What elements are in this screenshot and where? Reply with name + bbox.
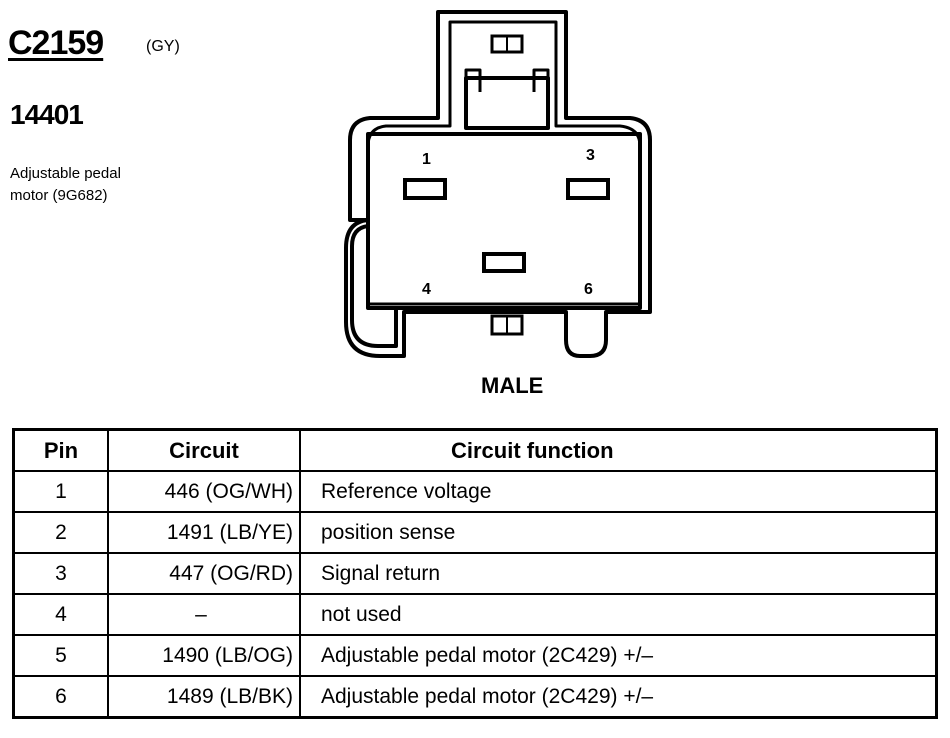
circuit-cell: 446 (OG/WH) [107, 470, 301, 513]
pin-cell: 6 [12, 675, 109, 719]
header-circuit: Circuit [107, 428, 301, 472]
description-line-2: motor (9G682) [10, 187, 108, 204]
table-row: 2 1491 (LB/YE) position sense [12, 511, 938, 554]
function-cell: Signal return [299, 552, 938, 595]
pin-label-4: 4 [422, 281, 431, 298]
function-cell: Reference voltage [299, 470, 938, 513]
pin-label-1: 1 [422, 151, 431, 168]
header-pin: Pin [12, 428, 109, 472]
pin-cavity-center [482, 252, 526, 273]
pin-cell: 2 [12, 511, 109, 554]
pin-label-6: 6 [584, 281, 593, 298]
circuit-cell: 1491 (LB/YE) [107, 511, 301, 554]
part-number: 14401 [10, 99, 84, 130]
circuit-cell: – [107, 593, 301, 636]
description-line-1: Adjustable pedal [10, 165, 121, 182]
connector-color-code: (GY) [146, 38, 180, 55]
table-row: 5 1490 (LB/OG) Adjustable pedal motor (2… [12, 634, 938, 677]
component-description: Adjustable pedal motor (9G682) [10, 163, 121, 207]
table-row: 3 447 (OG/RD) Signal return [12, 552, 938, 595]
pin-cavity-1 [403, 178, 447, 200]
pin-cell: 3 [12, 552, 109, 595]
circuit-cell: 447 (OG/RD) [107, 552, 301, 595]
connector-body [366, 132, 642, 310]
table-row: 4 – not used [12, 593, 938, 636]
circuit-cell: 1490 (LB/OG) [107, 634, 301, 677]
pinout-header-row: Pin Circuit Circuit function [12, 428, 938, 472]
circuit-cell: 1489 (LB/BK) [107, 675, 301, 719]
function-cell: Adjustable pedal motor (2C429) +/– [299, 675, 938, 719]
connector-latch [350, 224, 398, 348]
pin-cell: 1 [12, 470, 109, 513]
connector-shell-outer [344, 10, 652, 358]
lock-tab-arms [464, 68, 550, 92]
connector-view-label: MALE [481, 373, 544, 398]
pinout-table: Pin Circuit Circuit function 1 446 (OG/W… [12, 428, 938, 719]
header-circuit-function: Circuit function [299, 428, 938, 472]
connector-id: C2159 [8, 24, 104, 62]
function-cell: Adjustable pedal motor (2C429) +/– [299, 634, 938, 677]
function-cell: not used [299, 593, 938, 636]
pin-cell: 4 [12, 593, 109, 636]
pin-label-3: 3 [586, 147, 595, 164]
table-row: 6 1489 (LB/BK) Adjustable pedal motor (2… [12, 675, 938, 719]
function-cell: position sense [299, 511, 938, 554]
connector-face-diagram: 1 3 4 6 [344, 10, 652, 358]
table-row: 1 446 (OG/WH) Reference voltage [12, 470, 938, 513]
pin-cell: 5 [12, 634, 109, 677]
lock-tab [464, 76, 550, 130]
pin-cavity-3 [566, 178, 610, 200]
